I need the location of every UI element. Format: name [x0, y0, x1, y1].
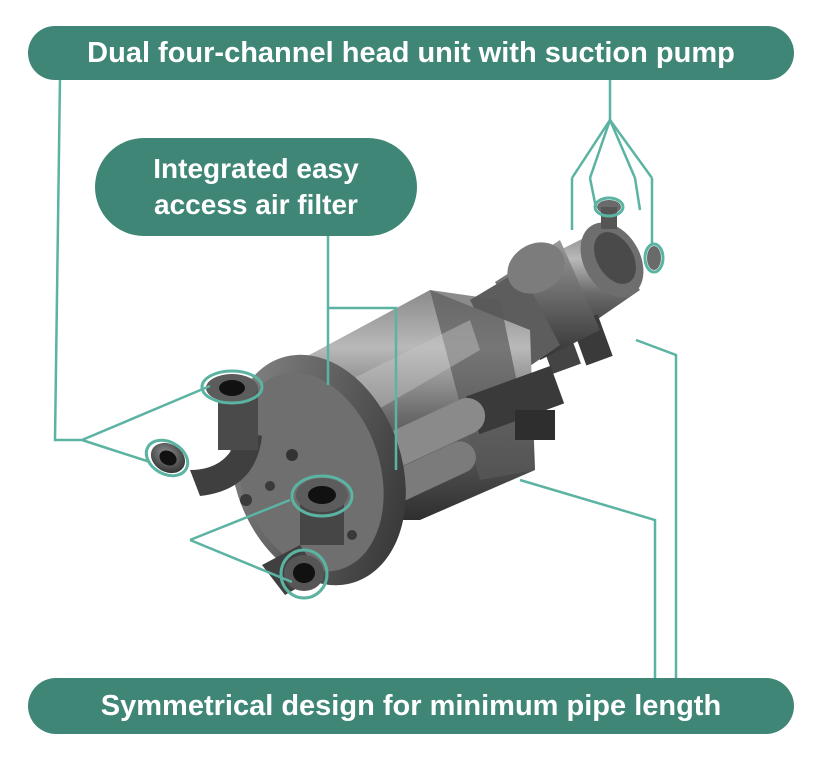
callout-head-unit: Dual four-channel head unit with suction…	[28, 26, 794, 80]
callout-symmetrical-design-text: Symmetrical design for minimum pipe leng…	[100, 689, 722, 722]
callout-head-unit-text: Dual four-channel head unit with suction…	[87, 36, 735, 69]
head-flange	[230, 354, 406, 586]
highlight-rings	[144, 196, 665, 600]
head-ports	[150, 374, 348, 595]
leader-lines	[53, 77, 678, 678]
callout-air-filter-line1: Integrated easy	[153, 153, 359, 184]
callout-symmetrical-design: Symmetrical design for minimum pipe leng…	[28, 678, 794, 734]
callout-air-filter-line2: access air filter	[154, 189, 358, 220]
callout-air-filter: Integrated easy access air filter	[95, 138, 417, 236]
suction-pump-fittings	[597, 200, 661, 270]
